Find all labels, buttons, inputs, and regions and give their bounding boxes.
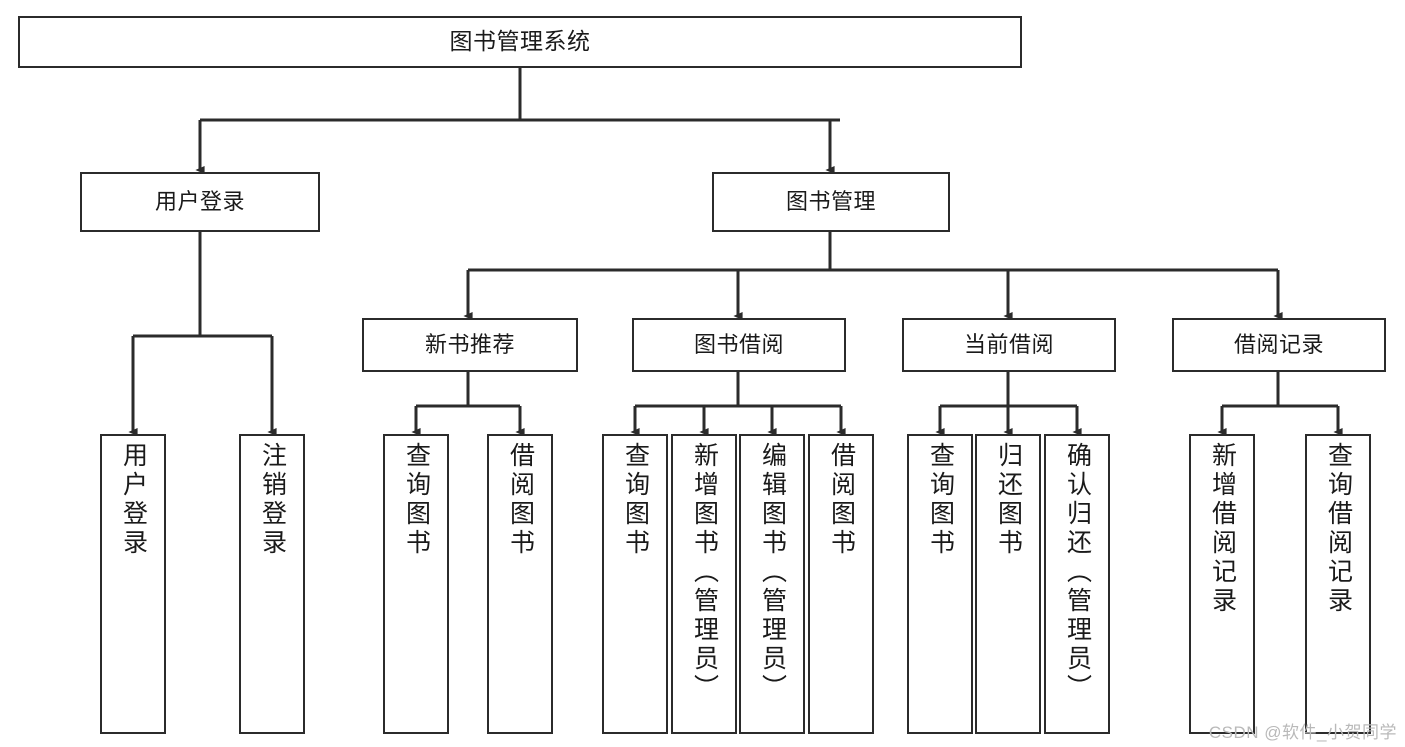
node-book-management-system[interactable]: 图书管理系统 [18,16,1022,68]
node-label: 图书借阅 [693,332,784,358]
csdn-watermark: CSDN @软件_小贺同学 [1208,723,1397,742]
node-label: 新增借阅记录 [1208,442,1237,616]
node-leaf-confirm-return[interactable]: 确认归还（管理员） [1044,434,1110,734]
node-leaf-user-login[interactable]: 用户登录 [100,434,166,734]
node-label: 图书管理系统 [449,28,591,55]
node-label: 查询图书 [621,442,650,558]
node-label: 借阅图书 [506,442,535,558]
node-borrow-record[interactable]: 借阅记录 [1172,318,1386,372]
node-leaf-add-record[interactable]: 新增借阅记录 [1189,434,1255,734]
node-label: 新书推荐 [424,332,515,358]
node-label: 查询图书 [402,442,431,558]
node-label: 当前借阅 [963,332,1054,358]
node-label: 新增图书（管理员） [690,442,719,703]
node-current-borrow[interactable]: 当前借阅 [902,318,1116,372]
node-leaf-query-record[interactable]: 查询借阅记录 [1305,434,1371,734]
node-new-book-recommend[interactable]: 新书推荐 [362,318,578,372]
node-leaf-edit-book[interactable]: 编辑图书（管理员） [739,434,805,734]
node-leaf-query-book-3[interactable]: 查询图书 [907,434,973,734]
node-label: 查询借阅记录 [1324,442,1353,616]
node-label: 用户登录 [119,442,148,558]
node-leaf-logout-login[interactable]: 注销登录 [239,434,305,734]
node-leaf-return-book[interactable]: 归还图书 [975,434,1041,734]
node-label: 借阅记录 [1233,332,1324,358]
node-leaf-borrow-book-1[interactable]: 借阅图书 [487,434,553,734]
node-label: 图书管理 [785,189,876,215]
node-label: 编辑图书（管理员） [758,442,787,703]
node-book-manage[interactable]: 图书管理 [712,172,950,232]
node-user-login[interactable]: 用户登录 [80,172,320,232]
node-label: 注销登录 [258,442,287,558]
node-leaf-add-book[interactable]: 新增图书（管理员） [671,434,737,734]
node-label: 查询图书 [926,442,955,558]
node-leaf-borrow-book-2[interactable]: 借阅图书 [808,434,874,734]
node-label: 归还图书 [994,442,1023,558]
node-leaf-query-book-2[interactable]: 查询图书 [602,434,668,734]
node-label: 借阅图书 [827,442,856,558]
node-book-borrow[interactable]: 图书借阅 [632,318,846,372]
node-leaf-query-book-1[interactable]: 查询图书 [383,434,449,734]
node-label: 确认归还（管理员） [1063,442,1092,703]
node-label: 用户登录 [154,189,245,215]
